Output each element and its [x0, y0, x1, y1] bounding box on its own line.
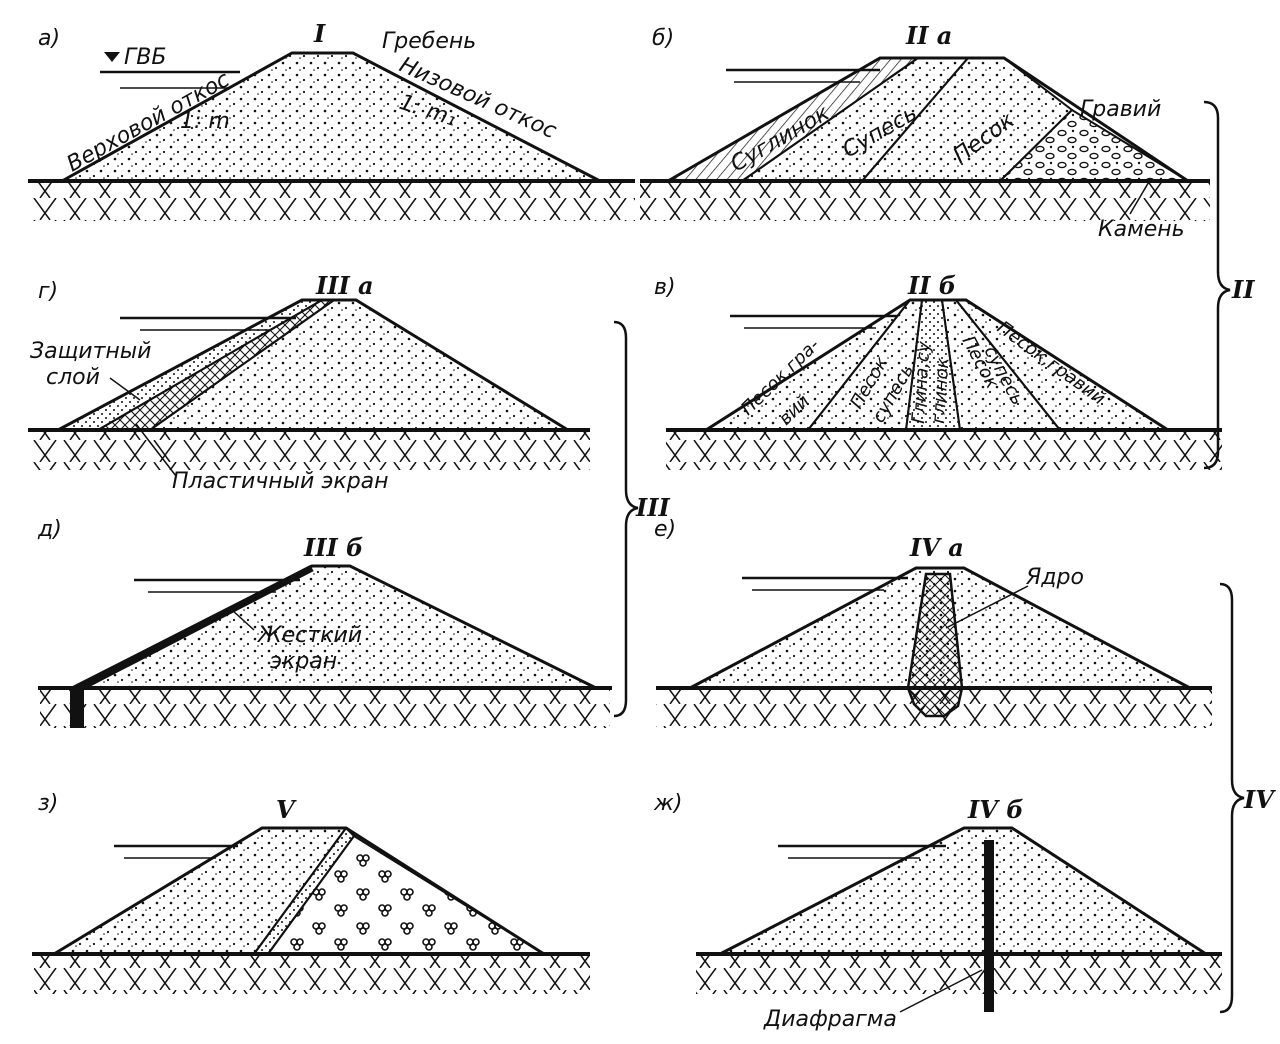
zone-graviy	[997, 108, 1192, 182]
foundation-ground	[30, 181, 635, 221]
foundation-ground	[696, 954, 1222, 994]
dam-outline	[705, 298, 1169, 432]
label-rigid-1: Жесткий	[256, 623, 362, 648]
panel-letter: з)	[38, 791, 58, 816]
label-slope-m: 1: m	[180, 109, 230, 134]
panel-roman: I	[313, 19, 326, 48]
panel-z: з) V	[32, 791, 590, 994]
leader-line	[945, 585, 1029, 629]
dam-outline	[667, 56, 1189, 183]
brace-group-iv	[1219, 582, 1245, 1014]
panel-e: е) IV а Ядро	[654, 517, 1212, 728]
water-level-marker-icon	[104, 52, 120, 62]
panel-b: б) II а Суглинок Супесь Песок Гравий Кам…	[640, 21, 1210, 242]
foundation-ground	[666, 430, 1222, 470]
group-braces	[613, 100, 1245, 1014]
panel-roman: V	[276, 795, 297, 824]
panel-roman: III а	[315, 271, 374, 300]
rigid-screen	[74, 564, 314, 694]
dam-outline	[57, 298, 569, 432]
panel-letter: ж)	[653, 791, 682, 816]
label-greben: Гребень	[382, 29, 476, 54]
label-protective-1: Защитный	[30, 339, 151, 364]
core	[906, 572, 964, 718]
dam-body	[56, 51, 601, 183]
brace-group-ii	[1203, 100, 1231, 470]
dam-outline	[53, 826, 545, 956]
zone-pesok	[859, 57, 1074, 182]
foundation-ground	[640, 181, 1210, 221]
label-zone-3b: глинок	[928, 357, 954, 425]
panel-roman: II а	[905, 21, 952, 50]
panel-g: г) III а Защитный слой Пластичный экран	[28, 271, 590, 494]
panel-d: д) III б Жесткий экран	[37, 517, 612, 728]
panel-letter: д)	[37, 517, 62, 542]
panel-letter: б)	[652, 26, 674, 51]
label-kamen: Камень	[1098, 217, 1185, 242]
panel-roman: IV а	[909, 533, 964, 562]
diaphragm	[984, 840, 994, 1012]
label-rigid-2: экран	[270, 649, 337, 674]
group-label-iii: III	[635, 493, 670, 522]
panel-letter: в)	[654, 275, 676, 300]
leader-line	[231, 609, 255, 631]
panel-zh: ж) IV б Диафрагма	[653, 791, 1222, 1032]
label-core: Ядро	[1025, 565, 1084, 590]
rigid-screen-tooth	[70, 688, 84, 728]
label-diaphragm: Диафрагма	[763, 1007, 897, 1032]
panel-roman: IV б	[967, 795, 1024, 824]
foundation-ground	[34, 954, 590, 994]
panel-roman: III б	[303, 533, 363, 562]
foundation-ground	[30, 430, 590, 470]
leader-line	[135, 423, 177, 477]
leader-line	[899, 969, 983, 1013]
leader-line	[1129, 179, 1151, 215]
panel-letter: е)	[654, 517, 676, 542]
leader-line	[109, 377, 141, 401]
foundation-ground	[40, 688, 610, 728]
panel-letter: а)	[38, 26, 60, 51]
group-label-ii: II	[1231, 275, 1255, 304]
brace-group-iii	[613, 320, 639, 718]
label-protective-2: слой	[46, 365, 100, 390]
panel-roman: II б	[907, 271, 956, 300]
panel-letter: г)	[38, 279, 58, 304]
label-gvb: ГВБ	[124, 45, 166, 70]
group-label-iv: IV	[1243, 785, 1276, 814]
panel-a: а) I ГВБ Гребень Верховой откос Низовой …	[28, 19, 635, 221]
label-graviy: Гравий	[1080, 97, 1161, 122]
dam-body	[719, 826, 1212, 956]
label-plastic-screen: Пластичный экран	[172, 469, 389, 494]
panel-v: в) II б Песок,гра- вий Песок супесь Глин…	[654, 271, 1222, 470]
